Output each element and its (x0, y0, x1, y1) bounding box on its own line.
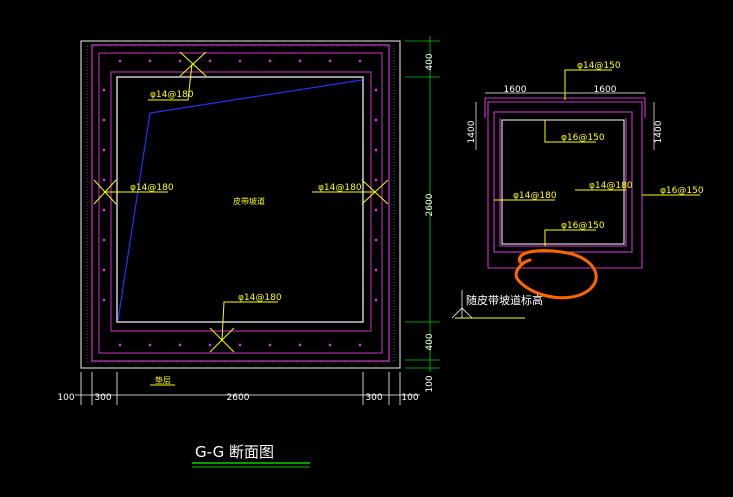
section-labels: φ14@180 φ14@180 φ14@180 φ14@180 皮带坡道 垫层 (130, 90, 362, 385)
detail-mid-right-rebar: φ14@180 (589, 181, 633, 191)
dim-right-2: 2600 (425, 193, 435, 216)
blue-sketch-line (117, 79, 363, 321)
dim-right-4: 100 (425, 375, 435, 392)
orange-annotation-circle (514, 249, 598, 300)
label-top-rebar: φ14@180 (150, 90, 194, 100)
elevation-mark (451, 290, 473, 319)
concrete-inner-edge (86, 45, 395, 363)
label-right-rebar: φ14@180 (318, 183, 362, 193)
section-opening (116, 76, 364, 323)
rebar-dots (102, 59, 378, 347)
detail-top-left-dim: 1600 (504, 85, 527, 95)
drawing-title-block: G-G 断面图 (192, 443, 310, 468)
label-bottom-tag: 垫层 (155, 375, 171, 385)
detail-dim-labels: 1600 1600 1400 1400 (467, 85, 664, 143)
bottom-dim-labels: 100 300 2600 300 100 (57, 393, 418, 403)
right-dimension (405, 36, 440, 372)
rebar-cage-inner (110, 71, 372, 332)
dim-bottom-1: 100 (57, 393, 74, 403)
detail-outer-rebar: φ16@150 (660, 186, 704, 196)
dim-right-1: 400 (425, 53, 435, 70)
rebar-cage-outer (91, 44, 390, 362)
dim-bottom-3: 2600 (227, 393, 250, 403)
detail-left-dim: 1400 (467, 120, 477, 143)
label-center: 皮带坡道 (233, 196, 265, 206)
dim-right-3: 400 (425, 333, 435, 350)
detail-mid-left-rebar: φ14@180 (513, 191, 557, 201)
drawing-title: G-G 断面图 (195, 443, 274, 461)
label-left-rebar: φ14@180 (130, 183, 174, 193)
right-dim-labels: 400 2600 400 100 (425, 53, 435, 392)
gg-section: φ14@180 φ14@180 φ14@180 φ14@180 皮带坡道 垫层 … (57, 36, 440, 405)
dim-bottom-5: 100 (401, 393, 418, 403)
label-bottom-rebar: φ14@180 (238, 293, 282, 303)
detail-opening (501, 119, 625, 245)
concrete-outer (80, 40, 401, 369)
detail-top-right-dim: 1600 (594, 85, 617, 95)
detail-leaders (455, 69, 700, 319)
rebar-cage-second (98, 52, 383, 354)
detail-top-rebar: φ14@150 (577, 61, 621, 71)
corner-detail: φ14@150 φ16@150 φ14@180 φ14@180 φ16@150 … (451, 61, 704, 319)
elevation-note: 随皮带坡道标高 (466, 293, 543, 307)
detail-labels: φ14@150 φ16@150 φ14@180 φ14@180 φ16@150 … (513, 61, 704, 231)
bottom-dimension (75, 372, 420, 405)
detail-right-dim: 1400 (654, 120, 664, 143)
dim-bottom-4: 300 (365, 393, 382, 403)
dim-bottom-2: 300 (94, 393, 111, 403)
detail-lower-rebar: φ16@150 (561, 221, 605, 231)
detail-upper-rebar: φ16@150 (561, 133, 605, 143)
leaders-yellow (93, 51, 389, 386)
